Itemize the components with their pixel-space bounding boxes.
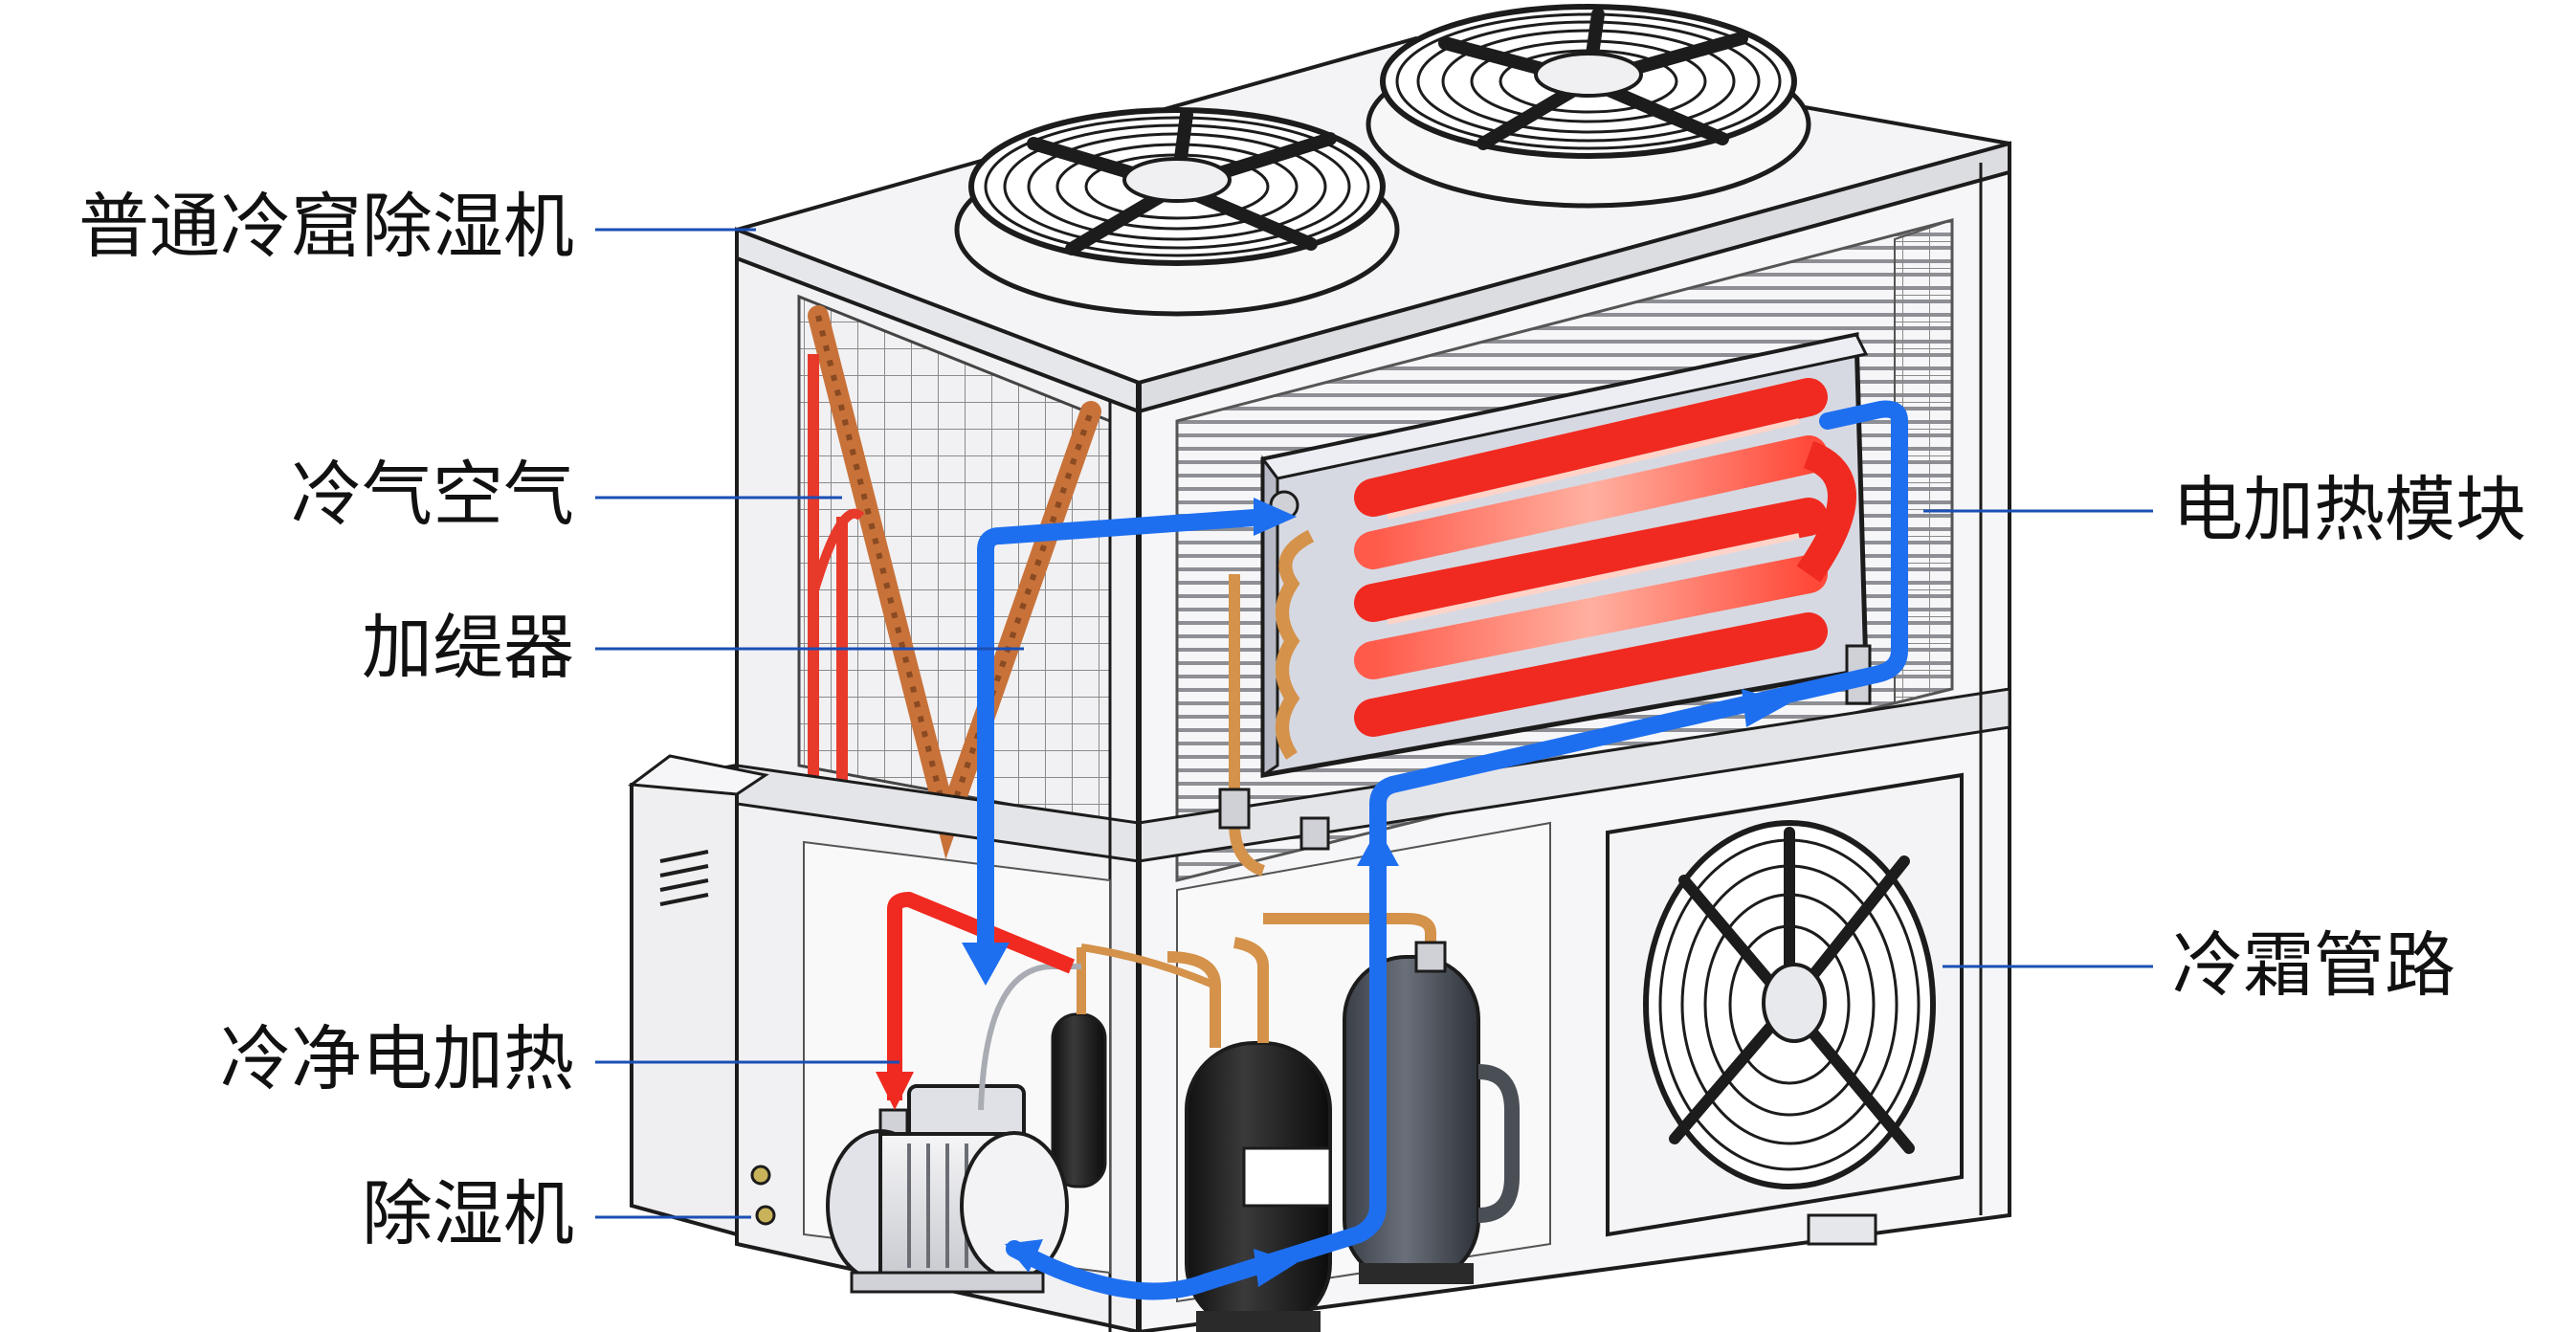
arrow-icon [1254, 1249, 1297, 1287]
arrow-icon [962, 943, 1010, 986]
label-unit: 普通冷窟除湿机 [78, 186, 574, 268]
label-frost-pipe: 冷霜管路 [2172, 924, 2455, 1007]
heating-module [1218, 331, 1872, 877]
fan-icon [1606, 772, 1964, 1246]
label-heating-module: 电加热模块 [2172, 469, 2526, 551]
leader-lines [595, 228, 2153, 1219]
label-heater: 加缇器 [362, 607, 574, 689]
label-cold-air: 冷气空气 [291, 454, 574, 536]
fan-icon [1366, 4, 1811, 209]
receiver-tank [1051, 947, 1107, 1188]
fan-icon [954, 107, 1400, 317]
arrow-icon [1254, 498, 1297, 536]
vent-slots [659, 850, 709, 906]
label-dehumidifier: 除湿机 [362, 1173, 574, 1255]
arrow-icon [1005, 1239, 1043, 1273]
arrow-icon [1357, 828, 1399, 866]
arrow-icon [1742, 689, 1789, 727]
flow-arrow-icon [977, 400, 1908, 1300]
label-clean-heat: 冷净电加热 [220, 1018, 574, 1100]
